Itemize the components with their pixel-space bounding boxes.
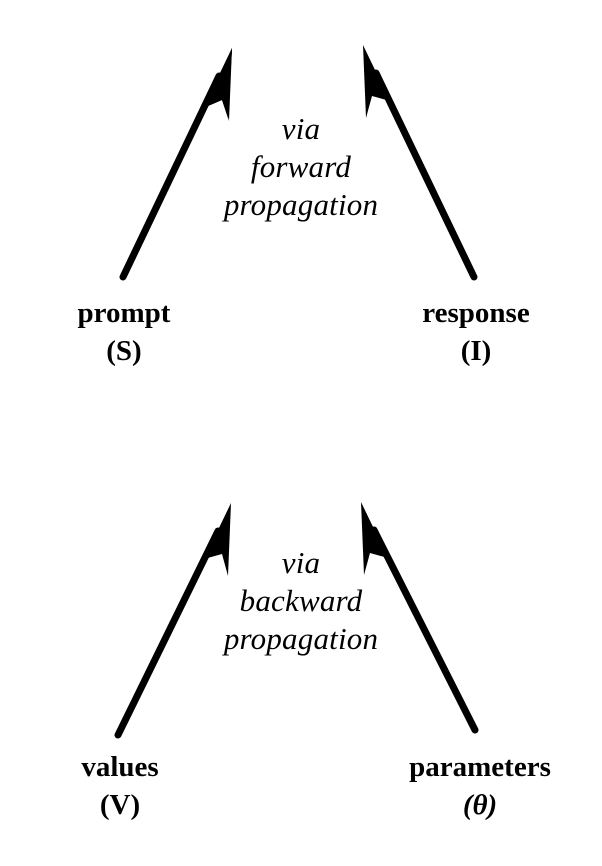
node-name-values: values bbox=[81, 751, 159, 783]
node-label-parameters: parameters (θ) bbox=[365, 748, 595, 824]
via-line-3: propagation bbox=[223, 187, 379, 222]
node-label-prompt: prompt (S) bbox=[9, 294, 239, 370]
node-symbol-parameters: (θ) bbox=[462, 789, 498, 821]
node-symbol-values: (V) bbox=[99, 789, 141, 821]
node-symbol-prompt: (S) bbox=[106, 335, 142, 367]
via-line-3: propagation bbox=[223, 621, 379, 656]
via-line-1: via bbox=[281, 111, 321, 146]
via-line-1: via bbox=[281, 545, 321, 580]
backward-propagation-group: via backward propagation values (V) para… bbox=[0, 433, 602, 866]
node-name-prompt: prompt bbox=[77, 297, 171, 329]
via-line-2: forward bbox=[250, 149, 352, 184]
forward-propagation-group: via forward propagation prompt (S) respo… bbox=[9, 45, 591, 370]
via-backward-text: via backward propagation bbox=[151, 544, 451, 658]
node-label-response: response (I) bbox=[361, 294, 591, 370]
via-line-2: backward bbox=[239, 583, 363, 618]
node-label-values: values (V) bbox=[5, 748, 235, 824]
node-name-response: response bbox=[422, 297, 530, 329]
via-forward-text: via forward propagation bbox=[151, 110, 451, 224]
node-symbol-response: (I) bbox=[460, 335, 492, 367]
node-name-parameters: parameters bbox=[409, 751, 551, 783]
